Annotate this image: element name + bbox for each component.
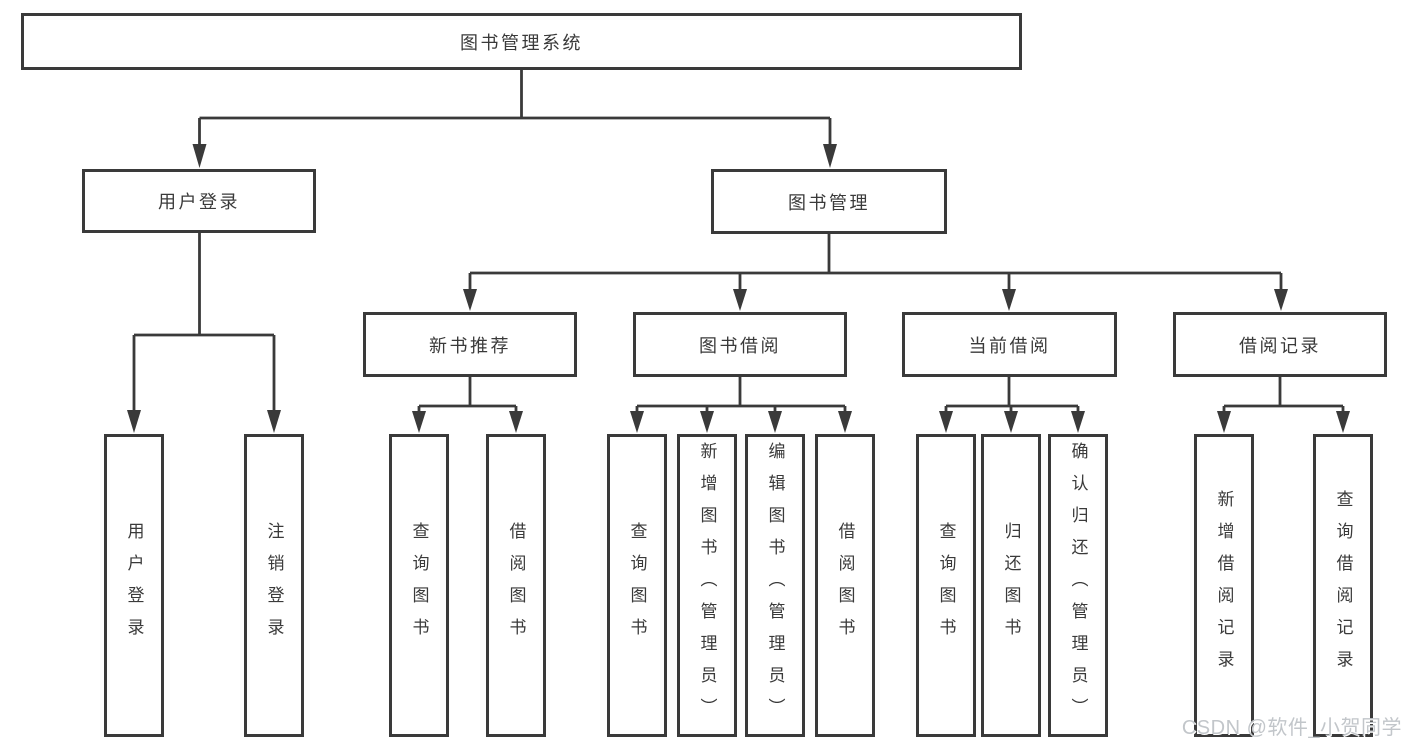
- edge-book-mgmt-to-level3: [463, 234, 1288, 311]
- leaf-bb-query-books: 查询图书: [607, 434, 667, 737]
- node-new-book-rec: 新书推荐: [363, 312, 577, 377]
- leaf-cb-query-books-label: 查询图书: [936, 521, 956, 650]
- node-book-mgmt-label: 图书管理: [788, 192, 870, 213]
- leaf-br-add-record-label: 新增借阅记录: [1214, 489, 1234, 682]
- arrowhead: [412, 411, 426, 433]
- leaf-logout-label: 注销登录: [264, 521, 284, 650]
- leaf-bb-edit-book-admin: 编辑图书（管理员）: [745, 434, 805, 737]
- leaf-cb-return-books-label: 归还图书: [1001, 521, 1021, 650]
- node-current-borrow: 当前借阅: [902, 312, 1117, 377]
- leaf-nbr-query-books: 查询图书: [389, 434, 449, 737]
- node-root-label: 图书管理系统: [460, 32, 583, 53]
- leaf-br-add-record: 新增借阅记录: [1194, 434, 1254, 737]
- node-new-book-rec-label: 新书推荐: [429, 335, 511, 356]
- edge-new-book-rec-to-leaves: [412, 377, 523, 433]
- leaf-user-login: 用户登录: [104, 434, 164, 737]
- node-borrow-records-label: 借阅记录: [1239, 335, 1321, 356]
- arrowhead: [127, 410, 141, 433]
- leaf-nbr-borrow-books-label: 借阅图书: [506, 521, 526, 650]
- leaf-cb-confirm-return-admin-label: 确认归还（管理员）: [1068, 441, 1088, 730]
- leaf-user-login-label: 用户登录: [124, 521, 144, 650]
- arrowhead: [1002, 289, 1016, 311]
- leaf-cb-query-books: 查询图书: [916, 434, 976, 737]
- arrowhead: [509, 411, 523, 433]
- node-borrow-records: 借阅记录: [1173, 312, 1387, 377]
- node-root: 图书管理系统: [21, 13, 1022, 70]
- arrowhead: [733, 289, 747, 311]
- node-user-login: 用户登录: [82, 169, 316, 233]
- arrowhead: [463, 289, 477, 311]
- edge-borrow-records-to-leaves: [1217, 377, 1350, 433]
- arrowhead: [823, 144, 837, 168]
- leaf-br-query-record: 查询借阅记录: [1313, 434, 1373, 737]
- leaf-cb-confirm-return-admin: 确认归还（管理员）: [1048, 434, 1108, 737]
- leaf-bb-borrow-books-label: 借阅图书: [835, 521, 855, 650]
- arrowhead: [1071, 411, 1085, 433]
- leaf-bb-borrow-books: 借阅图书: [815, 434, 875, 737]
- arrowhead: [700, 411, 714, 433]
- leaf-nbr-query-books-label: 查询图书: [409, 521, 429, 650]
- leaf-logout: 注销登录: [244, 434, 304, 737]
- arrowhead: [630, 411, 644, 433]
- edge-current-borrow-to-leaves: [939, 377, 1085, 433]
- leaf-cb-return-books: 归还图书: [981, 434, 1041, 737]
- leaf-nbr-borrow-books: 借阅图书: [486, 434, 546, 737]
- edge-root-to-level2: [192, 70, 837, 168]
- arrowhead: [768, 411, 782, 433]
- arrowhead: [1336, 411, 1350, 433]
- node-book-borrow: 图书借阅: [633, 312, 847, 377]
- node-current-borrow-label: 当前借阅: [968, 335, 1051, 356]
- leaf-bb-add-book-admin-label: 新增图书（管理员）: [697, 441, 717, 730]
- node-user-login-label: 用户登录: [158, 192, 240, 212]
- leaf-bb-query-books-label: 查询图书: [627, 521, 647, 650]
- arrowhead: [267, 410, 281, 433]
- leaf-bb-edit-book-admin-label: 编辑图书（管理员）: [765, 441, 785, 730]
- arrowhead: [1004, 411, 1018, 433]
- csdn-watermark: CSDN @软件_小贺同学: [1181, 717, 1402, 739]
- arrowhead: [1274, 289, 1288, 311]
- edge-book-borrow-to-leaves: [630, 377, 852, 433]
- leaf-br-query-record-label: 查询借阅记录: [1333, 489, 1353, 682]
- arrowhead: [838, 411, 852, 433]
- arrowhead: [939, 411, 953, 433]
- leaf-bb-add-book-admin: 新增图书（管理员）: [677, 434, 737, 737]
- arrowhead: [1217, 411, 1231, 433]
- node-book-mgmt: 图书管理: [711, 169, 947, 234]
- node-book-borrow-label: 图书借阅: [699, 335, 781, 356]
- arrowhead: [192, 144, 207, 168]
- edge-user-login-to-leaves: [127, 233, 281, 433]
